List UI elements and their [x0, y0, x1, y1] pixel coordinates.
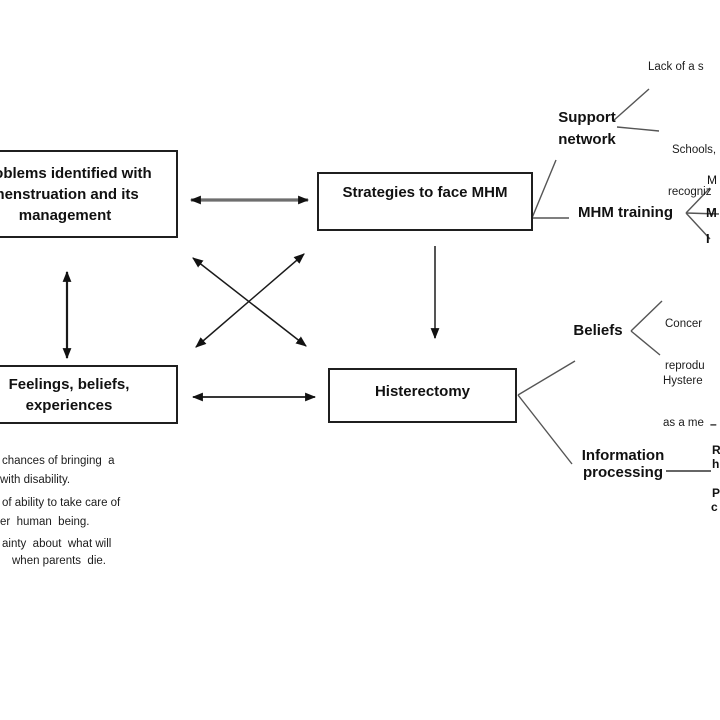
- info-fragment-2: h: [712, 457, 720, 471]
- support-network-label: Support network: [546, 107, 628, 151]
- schools-text: Schools, recogniz: [668, 115, 716, 227]
- info-fragment-3: P: [712, 486, 720, 500]
- line-training-branch-2: [685, 212, 720, 215]
- left-list-item-3: of ability to take care of: [2, 497, 121, 509]
- hysterectomy-belief-line1: Hystere: [663, 375, 703, 387]
- problems-box-line2: menstruation and its: [0, 185, 139, 203]
- strategies-box-label: Strategies to face MHM: [342, 184, 508, 201]
- training-branch-fragment-2: M: [706, 205, 717, 220]
- training-branch-fragment-3: I: [706, 231, 710, 246]
- line-support-lack: [612, 88, 650, 122]
- info-list-dash-fragment: –: [710, 417, 717, 431]
- support-network-line2: network: [558, 131, 616, 148]
- hysterectomy-belief-line2: as a me: [663, 417, 704, 429]
- problems-box-line3: management: [18, 206, 112, 224]
- left-list-item-5: ainty about what will: [2, 538, 112, 550]
- information-processing-line1: Information: [581, 447, 665, 464]
- line-training-branch-3: [685, 212, 711, 240]
- schools-text-line1: Schools,: [672, 144, 717, 156]
- lack-of-support-text: Lack of a s: [648, 61, 704, 73]
- info-fragment-4: c: [711, 500, 718, 514]
- problems-box-line1: Problems identified with: [0, 164, 152, 182]
- line-training-branch-1: [685, 187, 711, 214]
- left-list-item-2: with disability.: [0, 474, 71, 486]
- feelings-box-line1: Feelings, beliefs,: [8, 375, 130, 393]
- line-strategies-support-network: [531, 159, 557, 219]
- histerectomy-box-label: Histerectomy: [374, 383, 471, 400]
- left-list-item-6: when parents die.: [12, 555, 106, 567]
- arrow-cross-problems-histerectomy: [192, 257, 307, 347]
- training-branch-fragment-1: M: [707, 173, 717, 187]
- information-processing-line2: processing: [582, 464, 664, 481]
- info-fragment-1: R: [712, 443, 720, 457]
- feelings-box-line2: experiences: [25, 396, 113, 414]
- concerns-reproduction-text: Concer reprodu: [665, 289, 705, 401]
- left-list-item-1: chances of bringing a: [2, 455, 115, 467]
- line-beliefs-concerns: [630, 300, 663, 332]
- histerectomy-box: Histerectomy: [328, 368, 517, 423]
- beliefs-label: Beliefs: [573, 322, 623, 339]
- line-histerectomy-info: [517, 394, 573, 465]
- concerns-line2: reprodu: [665, 360, 705, 372]
- support-network-line1: Support: [558, 109, 616, 126]
- feelings-box: Feelings, beliefs, experiences: [0, 365, 178, 424]
- left-list-item-4: er human being.: [0, 516, 90, 528]
- concerns-line1: Concer: [665, 318, 703, 330]
- mhm-training-label: MHM training: [578, 204, 673, 221]
- arrow-cross-feelings-strategies: [195, 253, 305, 348]
- line-support-schools: [616, 126, 660, 132]
- hysterectomy-belief-text: Hystere as a me: [663, 346, 704, 458]
- problems-box: Problems identified with menstruation an…: [0, 150, 178, 238]
- schools-text-line2: recogniz: [668, 186, 712, 198]
- strategies-box: Strategies to face MHM: [317, 172, 533, 231]
- line-histerectomy-beliefs: [517, 360, 576, 396]
- line-beliefs-hyster: [630, 330, 661, 356]
- information-processing-label: Information processing: [572, 447, 674, 481]
